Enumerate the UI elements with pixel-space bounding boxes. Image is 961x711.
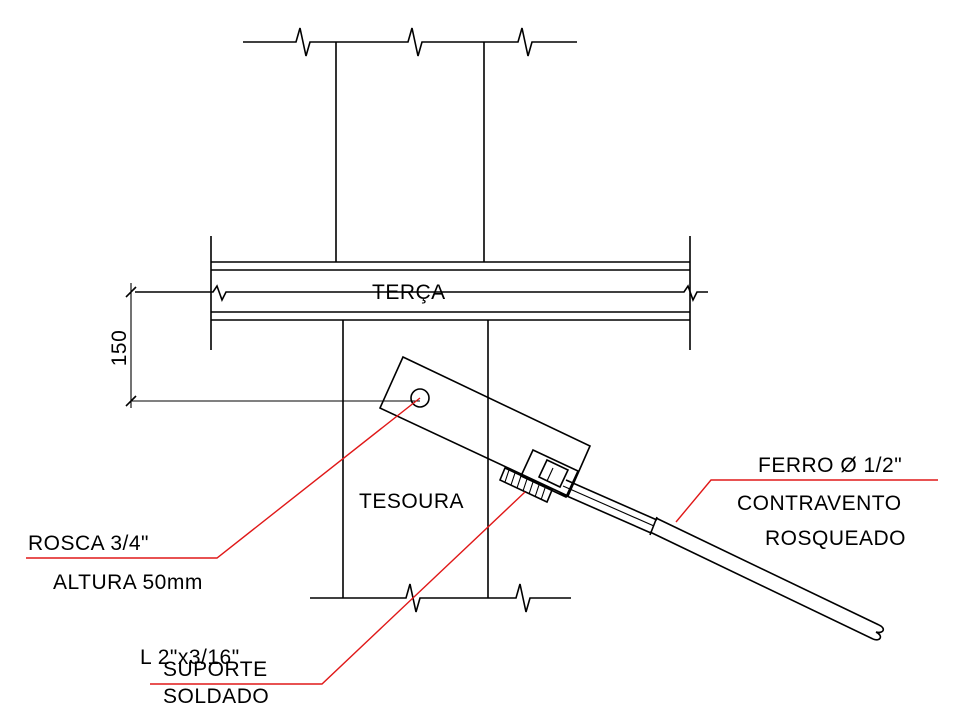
nut-washer bbox=[519, 448, 580, 499]
thread-label: ROSCA 3/4" bbox=[28, 532, 149, 555]
round-bar-top bbox=[655, 517, 880, 626]
truss-label: TESOURA bbox=[359, 490, 464, 513]
truss-member: TESOURA bbox=[310, 320, 571, 613]
threaded-rod-center bbox=[562, 485, 655, 527]
leader-bar bbox=[675, 479, 938, 523]
support-label-line2: SOLDADO bbox=[163, 685, 269, 708]
truss-break-line bbox=[310, 583, 571, 613]
dimension-150: 150 bbox=[108, 283, 420, 408]
purlin-label: TERÇA bbox=[372, 281, 446, 304]
threaded-rod-bottom bbox=[559, 492, 652, 534]
purlin-center-break-line bbox=[135, 284, 708, 303]
angle-support-hatch-3 bbox=[516, 475, 522, 489]
threaded-rod-top bbox=[565, 479, 658, 521]
annotations: FERRO Ø 1/2" CONTRAVENTO ROSQUEADO ROSCA… bbox=[28, 454, 906, 708]
bar-label: FERRO Ø 1/2" bbox=[758, 454, 902, 477]
connection-plate bbox=[378, 355, 592, 498]
nut-detail-line bbox=[546, 467, 554, 482]
upper-break-line bbox=[243, 27, 577, 57]
dimension-label: 150 bbox=[108, 330, 131, 367]
height-label: ALTURA 50mm bbox=[53, 571, 203, 594]
brace-label-line2: ROSQUEADO bbox=[765, 527, 906, 550]
dimension-tick-top bbox=[125, 286, 137, 298]
brace-label-line1: CONTRAVENTO bbox=[737, 492, 902, 515]
upper-member bbox=[243, 27, 577, 262]
angle-support-hatch-1 bbox=[504, 469, 510, 483]
round-bar-bottom bbox=[649, 531, 874, 640]
round-bar-end-cut bbox=[872, 624, 885, 641]
nut bbox=[537, 458, 570, 489]
angle-support-hatch-6 bbox=[534, 484, 540, 498]
support-label-line1: SUPORTE bbox=[163, 658, 268, 681]
angle-support-hatch-4 bbox=[522, 478, 528, 492]
angle-support-hatch-7 bbox=[540, 487, 546, 501]
purlin: TERÇA bbox=[135, 236, 708, 350]
angle-support-hatch-2 bbox=[510, 472, 516, 486]
leaders bbox=[26, 397, 938, 685]
leader-support bbox=[150, 491, 526, 685]
brace-assembly bbox=[378, 355, 885, 641]
angle-label: L 2"x3/16" bbox=[140, 646, 240, 669]
angle-support-hatch-5 bbox=[528, 481, 534, 495]
bolt-hole bbox=[410, 388, 430, 408]
leader-thread bbox=[26, 397, 421, 559]
